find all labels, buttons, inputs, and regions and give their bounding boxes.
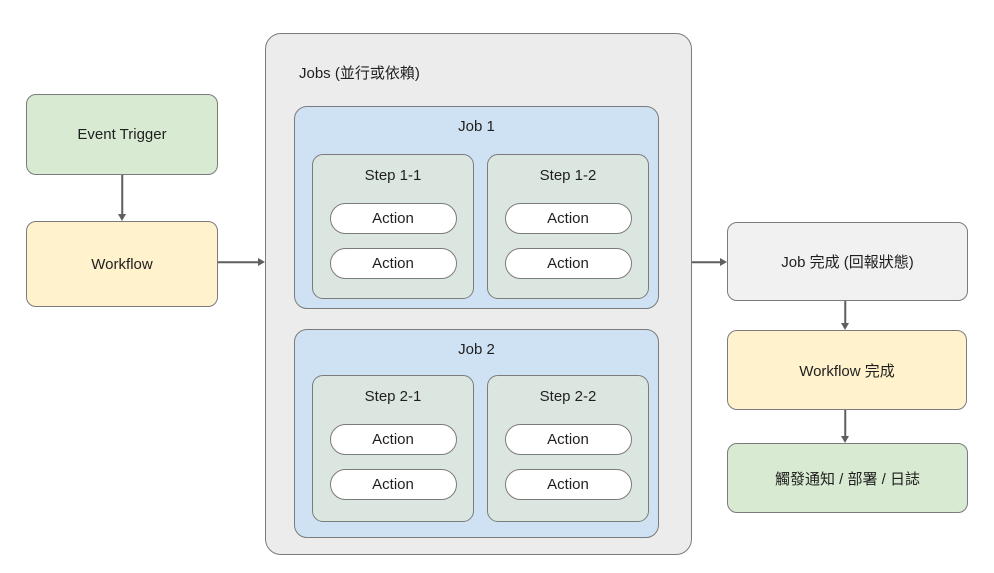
action-pill: Action — [504, 248, 632, 279]
arrow-event-to-workflow — [117, 175, 127, 221]
action-label: Action — [547, 210, 589, 227]
workflow-done-label: Workflow 完成 — [799, 362, 895, 380]
step-2-2-title: Step 2-2 — [539, 388, 597, 405]
arrow-line — [218, 261, 260, 263]
step-2-1-title: Step 2-1 — [364, 388, 422, 405]
action-label: Action — [547, 476, 589, 493]
step-1-1-title: Step 1-1 — [364, 167, 422, 184]
arrow-line — [121, 175, 123, 216]
arrow-jobs-to-jobdone — [692, 257, 727, 267]
job-2-title: Job 2 — [458, 341, 495, 358]
step-2-2-box: Step 2-2 Action Action — [487, 375, 649, 522]
workflow-label: Workflow — [91, 255, 153, 273]
action-pill: Action — [329, 469, 457, 500]
arrow-workflow-to-jobs — [218, 257, 265, 267]
arrow-down-icon — [841, 323, 849, 330]
jobs-container-label: Jobs (並行或依賴) — [299, 65, 420, 82]
action-label: Action — [547, 255, 589, 272]
action-label: Action — [547, 431, 589, 448]
job-1-box: Job 1 Step 1-1 Action Action Step 1-2 Ac… — [294, 106, 659, 309]
action-pill: Action — [504, 469, 632, 500]
job-1-title: Job 1 — [458, 118, 495, 135]
step-2-1-box: Step 2-1 Action Action — [312, 375, 474, 522]
action-pill: Action — [504, 424, 632, 455]
action-pill: Action — [329, 424, 457, 455]
notify-deploy-log-label: 觸發通知 / 部署 / 日誌 — [774, 470, 920, 488]
action-pill: Action — [329, 203, 457, 234]
arrow-line — [844, 410, 846, 438]
step-1-2-box: Step 1-2 Action Action — [487, 154, 649, 299]
action-pill: Action — [329, 248, 457, 279]
arrow-right-icon — [258, 258, 265, 266]
jobs-container: Jobs (並行或依賴) Job 1 Step 1-1 Action Actio… — [265, 33, 692, 555]
notify-deploy-log-box: 觸發通知 / 部署 / 日誌 — [727, 443, 968, 513]
arrow-workflowdone-to-notify — [840, 410, 850, 443]
arrow-line — [844, 301, 846, 325]
event-trigger-box: Event Trigger — [26, 94, 218, 175]
arrow-line — [692, 261, 722, 263]
action-label: Action — [372, 255, 414, 272]
arrow-right-icon — [720, 258, 727, 266]
step-1-1-box: Step 1-1 Action Action — [312, 154, 474, 299]
action-pill: Action — [504, 203, 632, 234]
action-label: Action — [372, 210, 414, 227]
arrow-jobdone-to-workflowdone — [840, 301, 850, 330]
job-2-box: Job 2 Step 2-1 Action Action Step 2-2 Ac… — [294, 329, 659, 538]
arrow-down-icon — [118, 214, 126, 221]
event-trigger-label: Event Trigger — [77, 126, 167, 143]
workflow-box: Workflow — [26, 221, 218, 307]
job-done-label: Job 完成 (回報狀態) — [781, 254, 914, 271]
workflow-done-box: Workflow 完成 — [727, 330, 967, 410]
action-label: Action — [372, 431, 414, 448]
step-1-2-title: Step 1-2 — [539, 167, 597, 184]
arrow-down-icon — [841, 436, 849, 443]
job-done-box: Job 完成 (回報狀態) — [727, 222, 968, 301]
action-label: Action — [372, 476, 414, 493]
